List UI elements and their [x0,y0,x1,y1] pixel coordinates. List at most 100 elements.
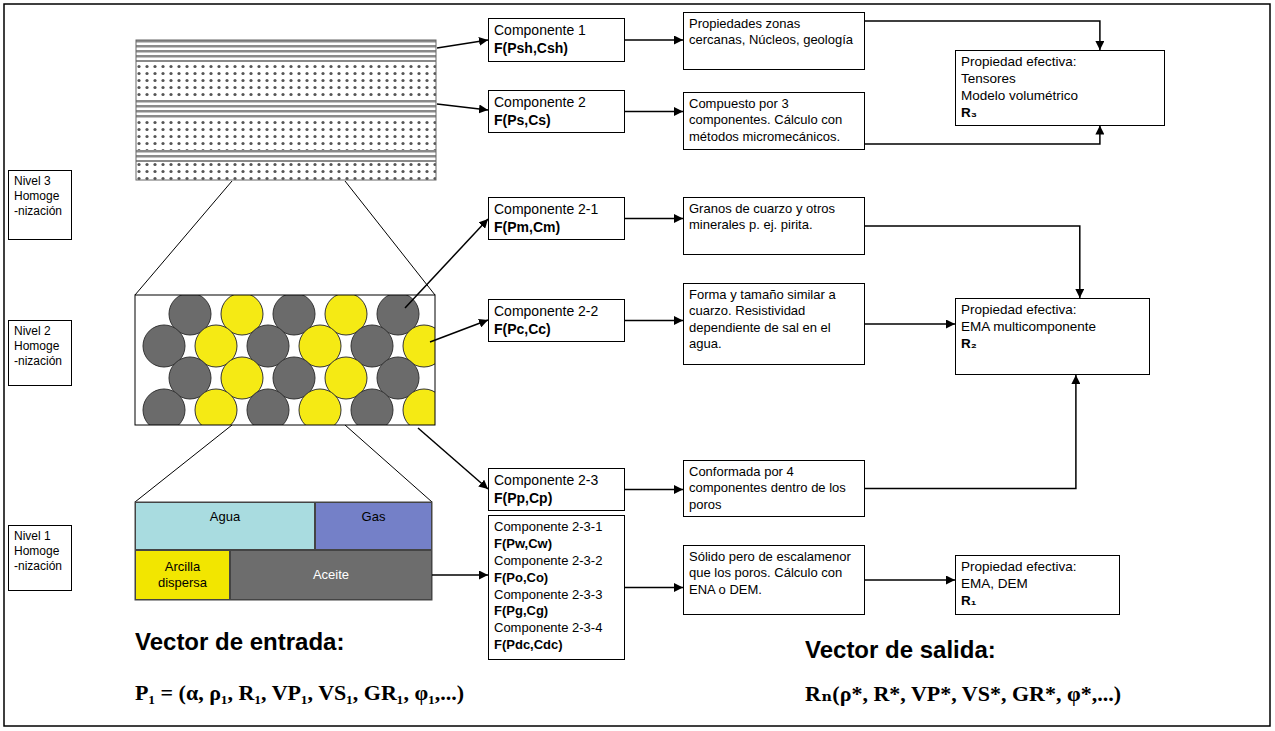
connector-group [865,324,955,325]
phase-cell: Aceite [230,550,432,600]
quartz-grain [351,389,393,425]
zoom-line [345,425,432,502]
node-text: Tensores [961,71,1159,88]
zoom-line [345,181,435,295]
connector-arrow [865,226,1080,298]
node-text: Gas [362,509,386,525]
connector-arrow [432,574,488,576]
connector-arrow [625,218,683,220]
shale-layer [136,40,436,62]
connector-group [625,111,683,112]
node-text: Forma y tamaño similar a cuarzo. Resisti… [689,287,859,352]
component-box: Componente 2-3-1F(Pw,Cw)Componente 2-3-2… [488,515,625,660]
node-text: Nivel 3 Homoge -nización [14,174,66,219]
salt-grain [299,389,341,425]
node-text: Agua [210,509,240,525]
effective-property-box: Propiedad efectiva:EMA, DEMR₁ [955,555,1120,615]
leader-arrow [405,219,488,308]
connector-group [865,126,1100,145]
node-text: Nivel 2 Homoge -nización [14,324,66,369]
layered-medium [136,40,436,180]
node-text: F(Po,Co) [494,570,619,587]
connector-group [432,575,488,576]
node-text: Componente 1 [494,22,619,40]
connector-group [625,218,683,219]
output-vector-formula: Rₙ(ρ*, R*, VP*, VS*, GR*, φ*,...) [805,680,1121,707]
layered-medium-frame [136,40,436,180]
component-box: Componente 1F(Psh,Csh) [488,18,625,62]
node-text: F(Pm,Cm) [494,219,619,237]
node-text: Arcilla dispersa [140,559,225,592]
quartz-grain [143,389,185,425]
node-text: EMA, DEM [961,576,1114,593]
node-text: Nivel 1 Homoge -nización [14,529,66,574]
node-text: Componente 2-2 [494,303,619,321]
zoom-line [135,181,232,295]
node-text: Componente 2-3-4 [494,620,619,637]
grain-pack-frame [135,295,435,425]
shale-layer [136,100,436,118]
node-text: F(Pp,Cp) [494,490,619,508]
sand-layer [136,62,436,100]
node-text: Aceite [313,567,349,583]
input-vector-formula: P₁ = (α, ρ₁, R₁, VP₁, VS₁, GR₁, φ₁,...) [135,680,464,706]
pore-frame [135,502,432,600]
connector-arrow [625,39,683,41]
node-text: Componente 2-1 [494,201,619,219]
connector-arrow [865,21,1100,50]
connector-group [625,320,683,321]
node-text: Conformada por 4 componentes dentro de l… [689,464,859,513]
connector-arrow [625,489,683,491]
node-text: Compuesto por 3 componentes. Cálculo con… [689,96,859,145]
leader-arrow [418,428,488,489]
level-label: Nivel 1 Homoge -nización [8,525,72,591]
connector-arrow [865,323,955,325]
node-text: Propiedad efectiva: [961,302,1144,319]
node-text: Componente 2-3-2 [494,553,619,570]
effective-property-box: Propiedad efectiva:EMA multicomponenteR₂ [955,298,1150,375]
level-label: Nivel 2 Homoge -nización [8,320,72,386]
node-text: Propiedades zonas cercanas, Núcleos, geo… [689,16,859,49]
component-box: Componente 2-1F(Pm,Cm) [488,197,625,240]
component-box: Componente 2-3F(Pp,Cp) [488,468,625,511]
sand-layer [136,162,436,180]
node-text: Componente 2 [494,94,619,112]
description-box: Sólido pero de escalamenor que los poros… [683,545,865,615]
node-text: F(Pc,Cc) [494,321,619,339]
component-box: Componente 2-2F(Pc,Cc) [488,299,625,342]
node-text: Modelo volumétrico [961,88,1159,105]
sand-layer [136,118,436,150]
connector-group [865,375,1076,488]
connector-arrow [625,587,683,589]
leader-arrow [437,40,488,48]
node-text: Propiedad efectiva: [961,54,1159,71]
node-text: Propiedad efectiva: [961,559,1114,576]
salt-grain [403,389,435,425]
quartz-grain [247,389,289,425]
node-text: EMA multicomponente [961,319,1144,336]
description-box: Forma y tamaño similar a cuarzo. Resisti… [683,283,865,365]
node-text: Granos de cuarzo y otros minerales p. ej… [689,201,859,234]
connector-group [865,21,1100,50]
connector-arrow [625,320,683,322]
vector-heading: Vector de entrada: [135,628,344,656]
leader-arrow [430,320,488,342]
node-text: R₁ [961,593,1114,610]
node-text: F(Pg,Cg) [494,603,619,620]
node-text: F(Pw,Cw) [494,536,619,553]
connector-group [625,489,683,490]
node-text: Componente 2-3-3 [494,587,619,604]
shale-layer [136,150,436,162]
phase-cell: Agua [135,502,315,550]
connector-arrow [865,126,1100,145]
connector-group [865,580,955,581]
phase-cell: Arcilla dispersa [135,550,230,600]
connector-arrow [625,111,683,113]
connector-group [625,40,683,41]
grain-pack [135,295,435,425]
node-text: Componente 2-3 [494,472,619,490]
description-box: Compuesto por 3 componentes. Cálculo con… [683,92,865,150]
node-text: F(Ps,Cs) [494,112,619,130]
